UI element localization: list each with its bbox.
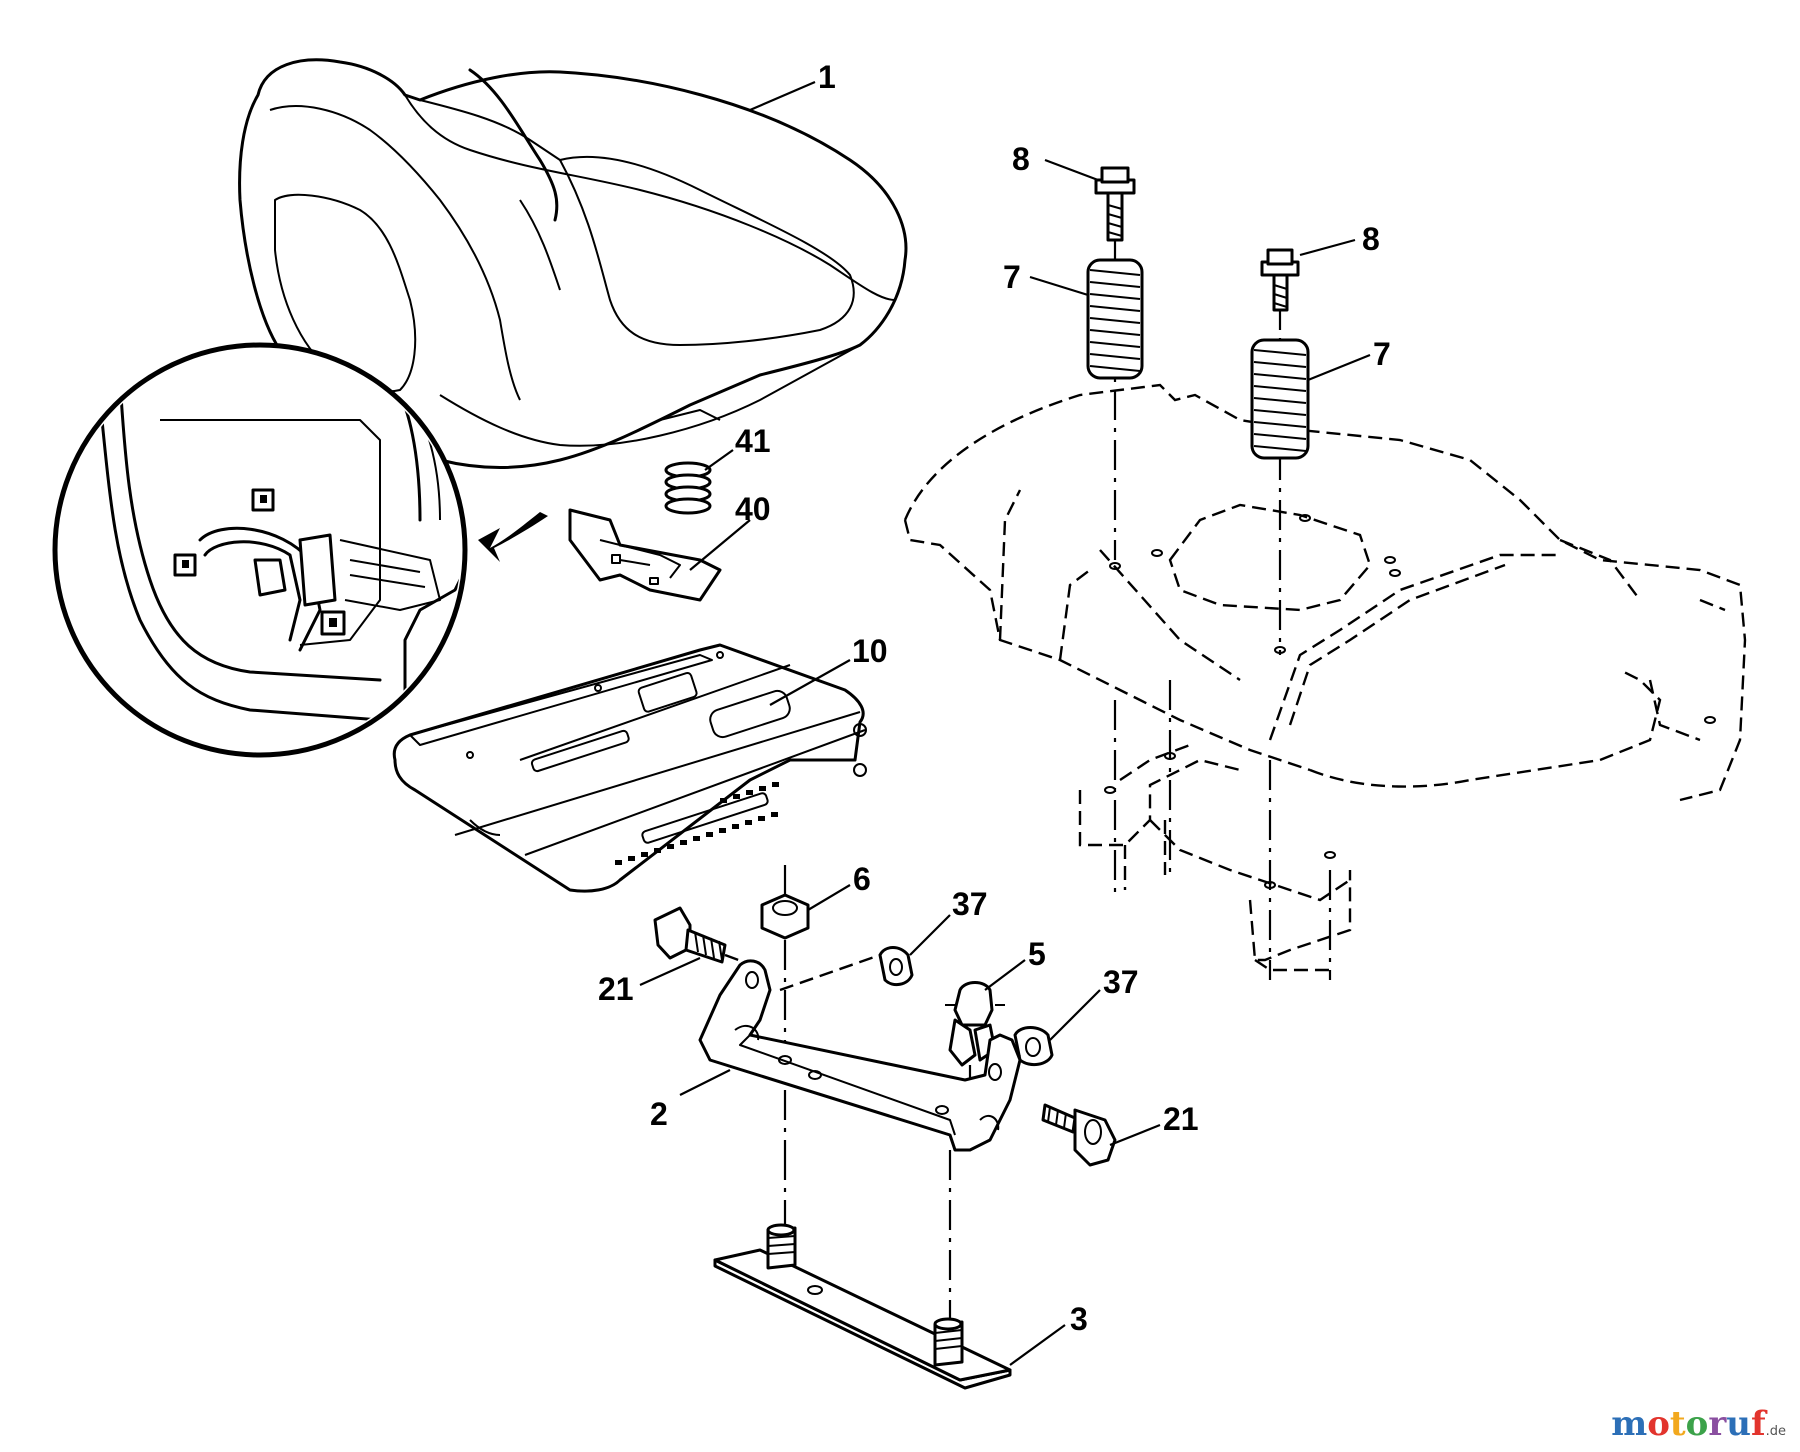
callout-2: 2 <box>650 1096 668 1132</box>
callout-8-right: 8 <box>1362 221 1380 257</box>
callout-21-left: 21 <box>598 971 634 1007</box>
nut-37-upper <box>779 946 914 992</box>
bolt-21-left <box>653 906 761 970</box>
small-spring <box>664 461 712 515</box>
switch-bracket <box>568 508 722 602</box>
callout-6: 6 <box>853 861 871 897</box>
watermark-logo: motoruf.de <box>1611 1404 1786 1444</box>
fender-outline <box>903 383 1747 980</box>
bolt-right <box>1260 248 1300 312</box>
callout-8-left: 8 <box>1012 141 1030 177</box>
callout-10: 10 <box>852 633 888 669</box>
bolt-left <box>1094 166 1136 242</box>
callout-3: 3 <box>1070 1301 1088 1337</box>
callout-1: 1 <box>818 59 836 95</box>
lower-plate <box>713 1150 1012 1390</box>
callout-41: 41 <box>735 423 771 459</box>
nut-6 <box>760 865 810 1150</box>
callout-40: 40 <box>735 491 771 527</box>
spring-right <box>1250 300 1310 655</box>
mounting-bracket <box>698 959 1022 1152</box>
spring-left <box>1086 240 1144 560</box>
callout-21-right: 21 <box>1163 1101 1199 1137</box>
callout-37-lower: 37 <box>1103 964 1139 1000</box>
seat-pan <box>392 643 867 893</box>
callout-7-left: 7 <box>1003 259 1021 295</box>
leader-lines <box>639 80 1371 1366</box>
callout-7-right: 7 <box>1373 336 1391 372</box>
arrow-icon <box>478 512 548 562</box>
callout-37-upper: 37 <box>952 886 988 922</box>
callout-labels: 1 8 8 7 7 41 40 10 6 37 5 37 21 21 2 3 <box>598 59 1391 1337</box>
detail-inset <box>52 342 548 758</box>
bolt-21-right <box>1041 1103 1117 1167</box>
callout-5: 5 <box>1028 936 1046 972</box>
